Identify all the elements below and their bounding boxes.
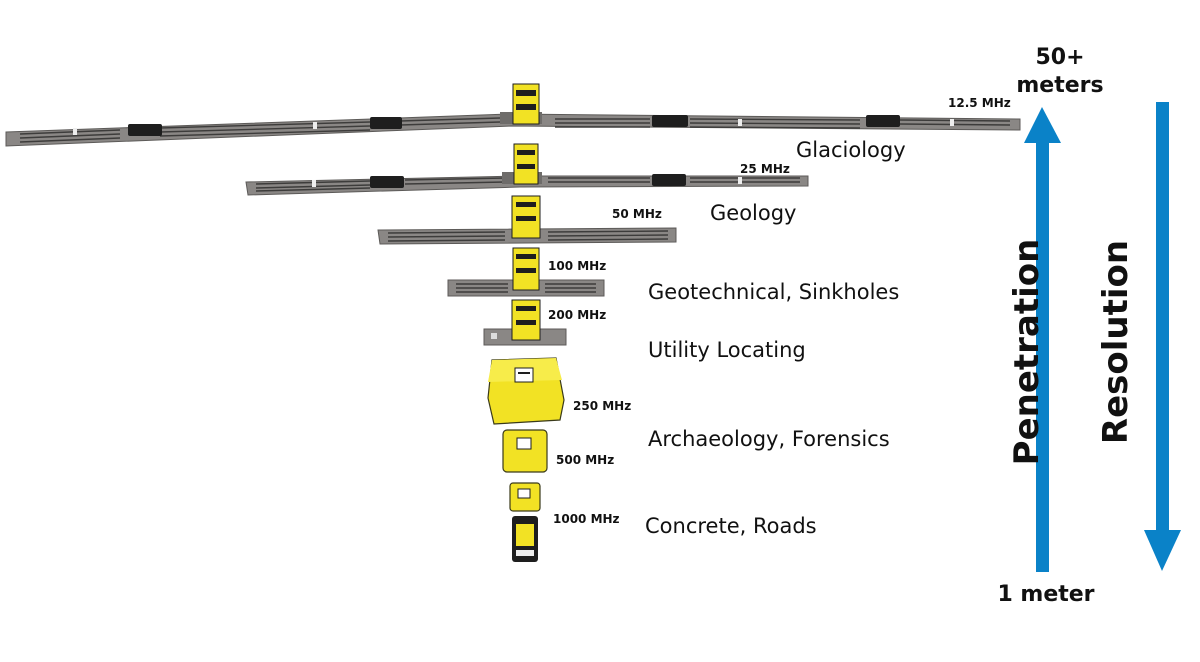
depth-top-line1: 50+ bbox=[1035, 45, 1085, 70]
antenna-500mhz bbox=[502, 429, 548, 473]
freq-label-1000mhz: 1000 MHz bbox=[553, 512, 620, 526]
antenna-25mhz bbox=[245, 143, 809, 196]
application-archaeology-forensics: Archaeology, Forensics bbox=[648, 427, 890, 451]
freq-label-50mhz: 50 MHz bbox=[612, 207, 662, 221]
antenna-12-5mhz bbox=[5, 83, 1021, 147]
application-concrete-roads: Concrete, Roads bbox=[645, 514, 817, 538]
freq-label-100mhz: 100 MHz bbox=[548, 259, 607, 273]
freq-label-200mhz: 200 MHz bbox=[548, 308, 607, 322]
antenna-50mhz bbox=[377, 195, 677, 245]
depth-top-line2: meters bbox=[1016, 73, 1104, 98]
antenna-1000mhz bbox=[509, 482, 541, 562]
antenna-200mhz bbox=[483, 299, 567, 346]
antenna-250mhz bbox=[487, 357, 565, 425]
freq-label-25mhz: 25 MHz bbox=[740, 162, 790, 176]
depth-bottom-label: 1 meter bbox=[997, 582, 1095, 607]
freq-label-12-5mhz: 12.5 MHz bbox=[948, 96, 1011, 110]
application-geotechnical-sinkholes: Geotechnical, Sinkholes bbox=[648, 280, 900, 304]
resolution-arrow bbox=[1144, 102, 1181, 571]
application-utility-locating: Utility Locating bbox=[648, 338, 806, 362]
resolution-label: Resolution bbox=[1096, 239, 1136, 445]
penetration-arrow bbox=[1024, 107, 1061, 572]
freq-label-250mhz: 250 MHz bbox=[573, 399, 632, 413]
depth-top-label: 50+ meters bbox=[1000, 44, 1120, 100]
freq-label-500mhz: 500 MHz bbox=[556, 453, 615, 467]
application-glaciology: Glaciology bbox=[796, 138, 906, 162]
antenna-100mhz bbox=[447, 247, 605, 297]
penetration-label: Penetration bbox=[1007, 238, 1047, 466]
application-geology: Geology bbox=[710, 201, 797, 225]
